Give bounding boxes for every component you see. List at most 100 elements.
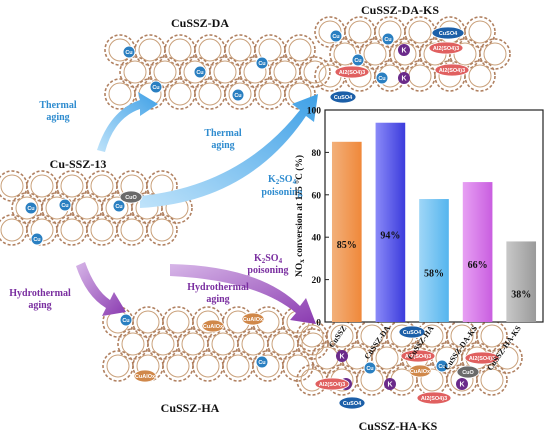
svg-text:Cu: Cu bbox=[384, 37, 391, 43]
al2so4-3-particle: Al2(SO4)3 bbox=[314, 377, 350, 391]
framework-cage bbox=[134, 34, 166, 66]
cu-site: Cu bbox=[30, 232, 44, 246]
bar-cussz-da bbox=[375, 122, 406, 322]
title-cussz-ha: CuSSZ-HA bbox=[161, 401, 220, 415]
arrow-thermal-aging bbox=[97, 92, 158, 152]
svg-text:CuAlOx: CuAlOx bbox=[135, 374, 156, 380]
cualox-particle: CuAlOx bbox=[241, 312, 265, 326]
al2so4-3-particle: Al2(SO4)3 bbox=[428, 41, 464, 55]
chart-y-tick-label: 0 bbox=[316, 319, 321, 329]
cu-site: Cu bbox=[24, 201, 38, 215]
label-aging-4: aging bbox=[206, 294, 229, 305]
title-cussz-da-ks: CuSSZ-DA-KS bbox=[361, 3, 439, 17]
title-cu-ssz-13: Cu-SSZ-13 bbox=[50, 157, 107, 171]
svg-text:CuO: CuO bbox=[125, 195, 137, 201]
cu-site: Cu bbox=[231, 88, 245, 102]
svg-text:Al2(SO4)3: Al2(SO4)3 bbox=[339, 70, 365, 76]
svg-text:Al2(SO4)3: Al2(SO4)3 bbox=[433, 46, 459, 52]
chart-bars: 85%94%58%66%38% bbox=[331, 122, 537, 322]
label-thermal-1: Thermal bbox=[39, 100, 76, 111]
label-hydrothermal-1: Hydrothermal bbox=[9, 288, 71, 299]
svg-text:CuAlOx: CuAlOx bbox=[410, 369, 431, 375]
chart-y-tick-label: 80 bbox=[312, 149, 322, 159]
framework-cage bbox=[86, 170, 118, 202]
svg-text:CuO: CuO bbox=[462, 370, 474, 376]
framework-cage bbox=[146, 214, 178, 246]
framework-cage bbox=[147, 328, 179, 360]
framework-cage bbox=[0, 170, 28, 202]
cu-site: Cu bbox=[122, 45, 136, 59]
framework-cage bbox=[464, 60, 496, 92]
svg-text:Cu: Cu bbox=[125, 50, 132, 56]
bar-cussz bbox=[331, 141, 362, 322]
label-thermal-2: Thermal bbox=[204, 128, 241, 139]
svg-text:Cu: Cu bbox=[61, 203, 68, 209]
cu-site: Cu bbox=[112, 199, 126, 213]
cuso4-particle: CuSO4 bbox=[398, 325, 426, 339]
al2so4-3-particle: Al2(SO4)3 bbox=[334, 65, 370, 79]
chart-y-tick-label: 100 bbox=[307, 107, 322, 117]
cu-site: Cu bbox=[381, 32, 395, 46]
cualox-particle: CuAlOx bbox=[133, 369, 157, 383]
cu-site: Cu bbox=[193, 65, 207, 79]
arrow-hydrothermal-k2so4 bbox=[170, 264, 316, 324]
framework-cage bbox=[254, 78, 286, 110]
svg-text:Al2(SO4)3: Al2(SO4)3 bbox=[469, 356, 495, 362]
bar-cussz-ha bbox=[419, 199, 449, 322]
cu-site: Cu bbox=[119, 313, 133, 327]
k-site: K bbox=[384, 378, 396, 390]
label-k2so4-hydro: K2SO4 bbox=[254, 253, 283, 265]
cu-site: Cu bbox=[435, 359, 449, 373]
svg-text:Cu: Cu bbox=[438, 364, 445, 370]
svg-text:CuAlOx: CuAlOx bbox=[203, 324, 224, 330]
framework-dealuminated bbox=[104, 34, 331, 110]
framework-cage bbox=[117, 328, 149, 360]
svg-text:Cu: Cu bbox=[258, 360, 265, 366]
cu-site: Cu bbox=[255, 355, 269, 369]
svg-text:Cu: Cu bbox=[122, 318, 129, 324]
svg-text:CuSO4: CuSO4 bbox=[439, 31, 458, 37]
svg-text:Cu: Cu bbox=[234, 93, 241, 99]
chart-y-axis-title: NOx conversion at 175 °C (%) bbox=[294, 155, 306, 277]
label-poisoning-hydro: poisoning bbox=[247, 265, 288, 276]
framework-cage bbox=[164, 34, 196, 66]
framework-cage bbox=[464, 16, 496, 48]
framework-cage bbox=[479, 38, 511, 70]
bar-value-label: 85% bbox=[337, 240, 357, 251]
svg-text:Al2(SO4)3: Al2(SO4)3 bbox=[319, 382, 345, 388]
framework-cage bbox=[119, 56, 151, 88]
cu-site: Cu bbox=[363, 361, 377, 375]
label-poisoning-thermal: poisoning bbox=[261, 187, 302, 198]
framework-cage bbox=[26, 170, 58, 202]
svg-text:K: K bbox=[387, 382, 392, 389]
framework-cage bbox=[284, 34, 316, 66]
chart-y-tick-label: 40 bbox=[312, 234, 322, 244]
svg-text:Cu: Cu bbox=[33, 237, 40, 243]
cuso4-particle: CuSO4 bbox=[338, 396, 366, 410]
cualox-particle: CuAlOx bbox=[201, 319, 225, 333]
bar-value-label: 94% bbox=[380, 230, 400, 241]
framework-cage bbox=[177, 328, 209, 360]
framework-cage bbox=[224, 34, 256, 66]
chart-y-tick-label: 60 bbox=[312, 191, 322, 201]
cu-site: Cu bbox=[329, 29, 343, 43]
framework-cage bbox=[162, 306, 194, 338]
framework-cage bbox=[194, 34, 226, 66]
framework-cage bbox=[56, 170, 88, 202]
framework-cage bbox=[86, 214, 118, 246]
arrow-hydrothermal-aging bbox=[76, 262, 126, 316]
framework-cage bbox=[267, 328, 299, 360]
svg-text:CuSO4: CuSO4 bbox=[403, 330, 422, 336]
svg-text:K: K bbox=[401, 48, 406, 55]
framework-cage bbox=[222, 350, 254, 382]
framework-cage bbox=[207, 328, 239, 360]
label-aging-3: aging bbox=[28, 300, 51, 311]
al2so4-3-particle: Al2(SO4)3 bbox=[434, 63, 470, 77]
svg-text:K: K bbox=[401, 76, 406, 83]
framework-cage bbox=[0, 214, 28, 246]
arrow-thermal-k2so4 bbox=[140, 94, 318, 208]
framework-cage bbox=[56, 214, 88, 246]
svg-text:Cu: Cu bbox=[258, 61, 265, 67]
framework-cage bbox=[192, 350, 224, 382]
